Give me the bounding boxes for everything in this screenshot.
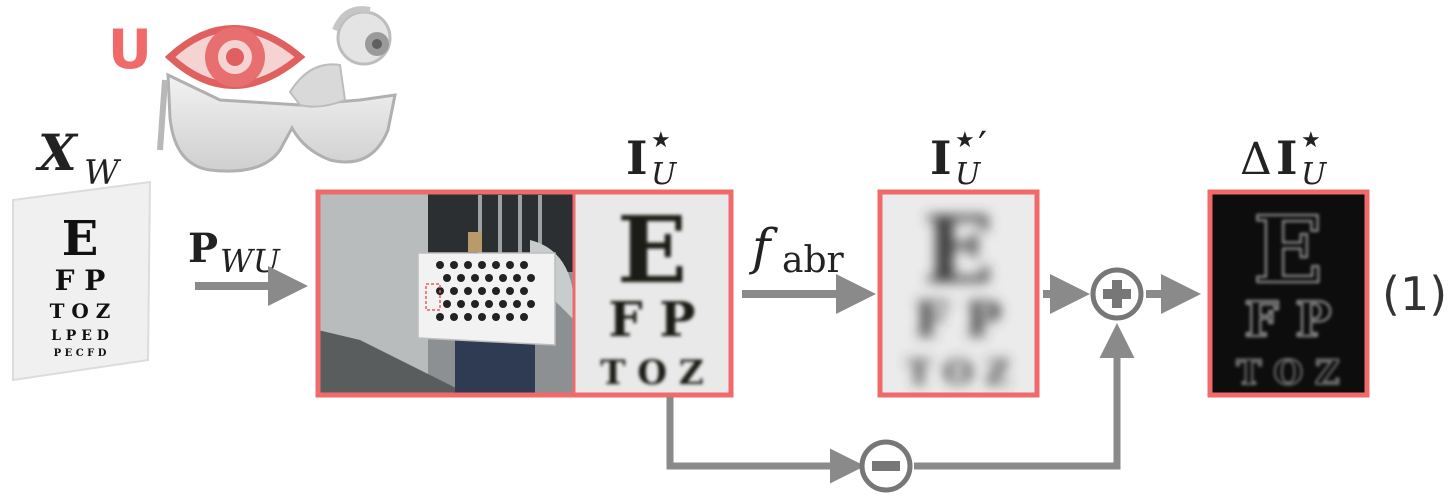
svg-text:WU: WU xyxy=(220,242,281,280)
eye-chart-row: T O Z xyxy=(50,299,111,323)
difference-chart-row: E xyxy=(1253,196,1323,304)
capture-frame xyxy=(315,189,734,398)
svg-text:I: I xyxy=(930,131,952,185)
eye-chart-row: E xyxy=(62,211,99,267)
eye-chart-row: L P E D xyxy=(51,328,109,344)
xw-label: X W xyxy=(35,123,122,193)
difference-image: E F P T O Z xyxy=(1207,189,1370,398)
plus-operator-icon xyxy=(1090,267,1144,321)
webcam-icon xyxy=(288,6,392,108)
crop-chart-row: T O Z xyxy=(600,353,703,393)
svg-text:I: I xyxy=(626,131,648,185)
eye-chart-card: E F P T O Z L P E D P E C F D xyxy=(12,180,152,382)
camera-photo xyxy=(318,192,574,395)
svg-text:Δ: Δ xyxy=(1240,134,1272,185)
crop-chart-row: F P xyxy=(609,292,696,348)
svg-text:★: ★ xyxy=(651,128,671,153)
glasses-icon xyxy=(157,72,397,173)
svg-text:P: P xyxy=(188,225,218,272)
svg-text:U: U xyxy=(651,157,678,192)
subtract-path-right xyxy=(914,323,1135,470)
svg-text:★: ★ xyxy=(1301,128,1321,153)
fabr-label: f abr xyxy=(748,218,845,281)
blurred-chart-row: F P xyxy=(915,292,1002,348)
cropped-eye-chart: E F P T O Z xyxy=(574,192,731,395)
svg-text:f: f xyxy=(748,218,778,276)
calibration-dots xyxy=(436,261,535,321)
blurred-chart-row: T O Z xyxy=(906,353,1009,393)
crop-chart-row: E xyxy=(617,196,687,304)
svg-text:′: ′ xyxy=(978,124,987,170)
pwu-label: P WU xyxy=(188,225,281,280)
minus-operator-icon xyxy=(859,439,913,493)
eye-chart-row: F P xyxy=(55,264,106,297)
delta-iu-label: Δ I ★ U xyxy=(1240,128,1328,192)
svg-text:I: I xyxy=(1276,131,1298,185)
svg-text:abr: abr xyxy=(782,240,845,281)
svg-text:★: ★ xyxy=(955,128,975,153)
eye-chart-row: P E C F D xyxy=(54,348,107,359)
difference-chart-row: T O Z xyxy=(1236,353,1339,393)
blurred-eye-chart: E F P T O Z xyxy=(877,189,1040,398)
equation-number: (1) xyxy=(1382,267,1447,321)
subtract-path-left xyxy=(666,397,865,484)
user-u-label: U xyxy=(108,18,152,81)
iu-prime-label: I ★ U ′ xyxy=(930,124,987,192)
svg-text:U: U xyxy=(955,157,982,192)
iu-label: I ★ U xyxy=(626,128,678,192)
eye-icon xyxy=(164,25,306,89)
svg-text:X: X xyxy=(35,123,79,182)
blurred-chart-row: E xyxy=(923,196,993,304)
svg-text:U: U xyxy=(1301,157,1328,192)
difference-chart-row: F P xyxy=(1245,292,1332,348)
